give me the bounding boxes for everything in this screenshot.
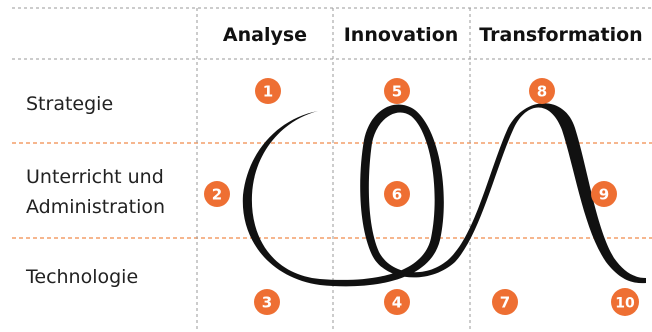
badge-10: 10 [611,288,639,316]
badge-9: 9 [591,181,617,207]
badge-6-circle [384,181,410,207]
badge-8: 8 [529,78,555,104]
row-label-strategie: Strategie [26,93,113,115]
badge-2-circle [204,181,230,207]
row-label-unterricht-line-1: Unterricht und [26,166,164,188]
badge-7-circle [492,289,518,315]
row-label-unterricht-line-2: Administration [26,196,165,218]
badge-2: 2 [204,181,230,207]
badge-9-circle [591,181,617,207]
grid [12,7,652,332]
badge-9-number: 9 [599,186,609,204]
badge-5-number: 5 [392,83,402,101]
badge-3-number: 3 [262,294,272,312]
badge-5-circle [384,78,410,104]
row-labels: Strategie Unterricht und Administration … [25,93,165,288]
badge-8-number: 8 [537,83,547,101]
badge-4: 4 [384,289,410,315]
badge-3-circle [254,289,280,315]
badge-1-number: 1 [263,83,273,101]
badge-5: 5 [384,78,410,104]
badge-2-number: 2 [212,186,222,204]
column-header-analyse: Analyse [223,24,307,46]
row-label-technologie: Technologie [25,266,138,288]
badge-1: 1 [255,78,281,104]
badge-6-number: 6 [392,186,402,204]
badge-3: 3 [254,289,280,315]
badge-1-circle [255,78,281,104]
column-header-transformation: Transformation [479,24,642,46]
badge-10-circle [611,288,639,316]
badge-8-circle [529,78,555,104]
badge-7-number: 7 [500,294,510,312]
badge-6: 6 [384,181,410,207]
ribbon-stroke [242,103,646,287]
badge-4-number: 4 [392,294,402,312]
ribbon-curve [242,103,646,287]
column-header-innovation: Innovation [344,24,459,46]
badge-4-circle [384,289,410,315]
badges: 1 2 3 4 5 6 7 8 [204,78,639,316]
badge-7: 7 [492,289,518,315]
badge-10-number: 10 [615,296,635,312]
column-headers: Analyse Innovation Transformation [223,24,643,46]
